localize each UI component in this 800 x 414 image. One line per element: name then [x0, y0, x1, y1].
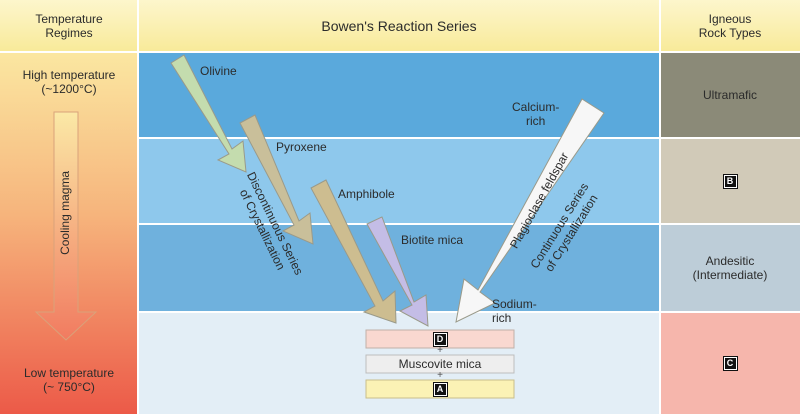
header-igneous-rock-types: Igneous Rock Types [698, 11, 762, 40]
mineral-biotite-mica: Biotite mica [401, 233, 464, 247]
mineral-olivine: Olivine [200, 64, 237, 78]
badge-c: C [722, 355, 738, 371]
cooling-magma-arrow [34, 111, 98, 341]
rock-type-andesitic: Andesitic (Intermediate) [692, 253, 768, 282]
mineral-amphibole: Amphibole [338, 187, 395, 201]
sodium-rich-label: Sodium- rich [492, 297, 537, 326]
mineral-pyroxene: Pyroxene [276, 140, 327, 154]
box-muscovite [365, 354, 515, 374]
header-temperature-regimes: Temperature Regimes [35, 11, 103, 40]
rock-type-ultramafic: Ultramafic [702, 87, 757, 102]
biotite-arrow [366, 216, 429, 327]
cell-ultramafic [660, 52, 800, 138]
low-temperature-label: Low temperature (~ 750°C) [23, 366, 115, 395]
header-row-background [0, 0, 800, 52]
box-a-label-wrap: A [366, 380, 514, 398]
header-bowens-reaction-series: Bowen's Reaction Series [321, 17, 477, 34]
badge-d: D [432, 331, 448, 347]
cooling-magma-label: Cooling magma [58, 170, 73, 255]
rock-type-b-wrap: B [662, 138, 798, 224]
plus-sign-2: + [437, 370, 443, 381]
high-temperature-label: High temperature (~1200°C) [22, 68, 116, 97]
badge-a: A [432, 381, 448, 397]
cell-andesitic [660, 224, 800, 312]
rock-type-c-wrap: C [662, 312, 798, 414]
plus-sign-1: + [437, 345, 443, 356]
calcium-rich-label: Calcium- rich [512, 100, 560, 129]
badge-b: B [722, 173, 738, 189]
amphibole-arrow [310, 179, 397, 324]
olivine-arrow [170, 54, 247, 173]
pyroxene-arrow [239, 114, 314, 245]
plagioclase-feldspar-arrow [455, 98, 605, 323]
box-d-label-wrap: D [366, 330, 514, 348]
muscovite-mica-label: Muscovite mica [398, 357, 482, 371]
